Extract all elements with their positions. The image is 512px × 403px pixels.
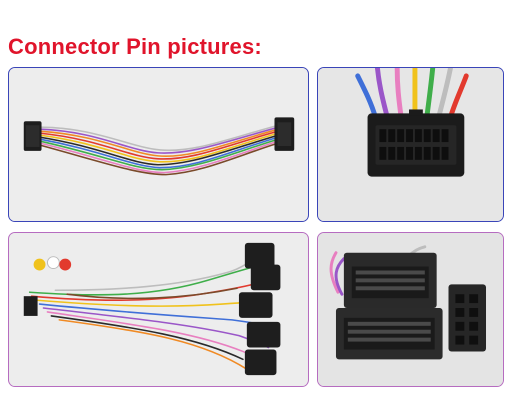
page-title: Connector Pin pictures: <box>8 34 262 59</box>
car-side-connectors-closeup-photo <box>317 232 504 387</box>
harness-overview-illustration <box>9 68 308 221</box>
plug-closeup-illustration <box>318 68 503 221</box>
harness-overview-photo <box>8 67 309 222</box>
car-side-harness-photo <box>8 232 309 387</box>
car-side-harness-illustration <box>9 233 308 386</box>
connectors-closeup-illustration <box>318 233 503 386</box>
harness-plug-closeup-photo <box>317 67 504 222</box>
